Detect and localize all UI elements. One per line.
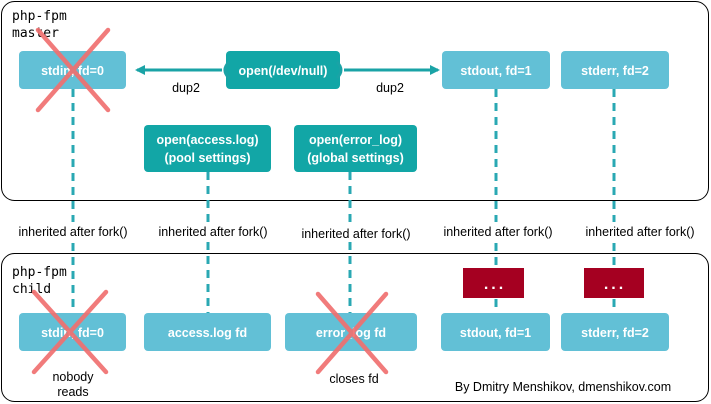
cross-master-stdin	[35, 27, 111, 113]
open-error-log-label: open(error_log)	[309, 133, 402, 147]
stdout-redirect-box	[463, 268, 524, 298]
master-stdout-box	[442, 51, 550, 89]
inherit-label-stderr: inherited after fork()	[585, 225, 694, 239]
master-stderr-label: stderr, fd=2	[581, 64, 649, 78]
dup2-arrow-right	[335, 60, 343, 80]
child-title: php-fpm	[12, 265, 67, 280]
master-stderr-box	[561, 51, 669, 89]
inherit-label-stdout: inherited after fork()	[443, 225, 552, 239]
dup2-left-label: dup2	[172, 81, 200, 95]
open-devnull-box	[226, 51, 340, 89]
master-title: php-fpm	[12, 9, 67, 24]
nobody-reads-line2: reads	[57, 385, 88, 399]
inherit-label-stdin: inherited after fork()	[18, 225, 127, 239]
inherit-label-access: inherited after fork()	[158, 225, 267, 239]
open-access-log-label: open(access.log)	[156, 133, 258, 147]
master-stdout-label: stdout, fd=1	[460, 64, 531, 78]
master-subtitle: master	[12, 26, 59, 41]
child-access-fd-label: access.log fd	[168, 326, 247, 340]
child-container	[1, 253, 709, 402]
dup2-right-label: dup2	[376, 81, 404, 95]
inherit-label-error: inherited after fork()	[301, 227, 410, 241]
stdout-redirect-dots: ...	[484, 276, 506, 293]
cross-child-stdin	[31, 289, 109, 375]
open-error-log-sublabel: (global settings)	[307, 151, 404, 165]
stderr-redirect-box	[584, 268, 644, 298]
child-stderr-box	[561, 313, 669, 351]
stderr-redirect-dots: ...	[604, 276, 626, 293]
author-credit: By Dmitry Menshikov, dmenshikov.com	[455, 380, 671, 394]
child-stdout-box	[441, 313, 550, 351]
cross-child-error-fd	[315, 291, 389, 375]
open-access-log-sublabel: (pool settings)	[164, 151, 250, 165]
closes-fd-label: closes fd	[329, 372, 378, 386]
inherit-labels: inherited after fork() inherited after f…	[6, 222, 706, 242]
dup2-arrow-left	[223, 60, 231, 80]
child-stderr-label: stderr, fd=2	[581, 326, 649, 340]
child-subtitle: child	[12, 282, 51, 297]
child-stdout-label: stdout, fd=1	[460, 326, 531, 340]
master-container	[1, 1, 709, 201]
nobody-reads-line1: nobody	[52, 370, 94, 384]
open-error-log-box	[294, 125, 417, 172]
child-access-fd-box	[144, 313, 271, 351]
open-access-log-box	[144, 125, 271, 172]
open-devnull-label: open(/dev/null)	[239, 64, 328, 78]
